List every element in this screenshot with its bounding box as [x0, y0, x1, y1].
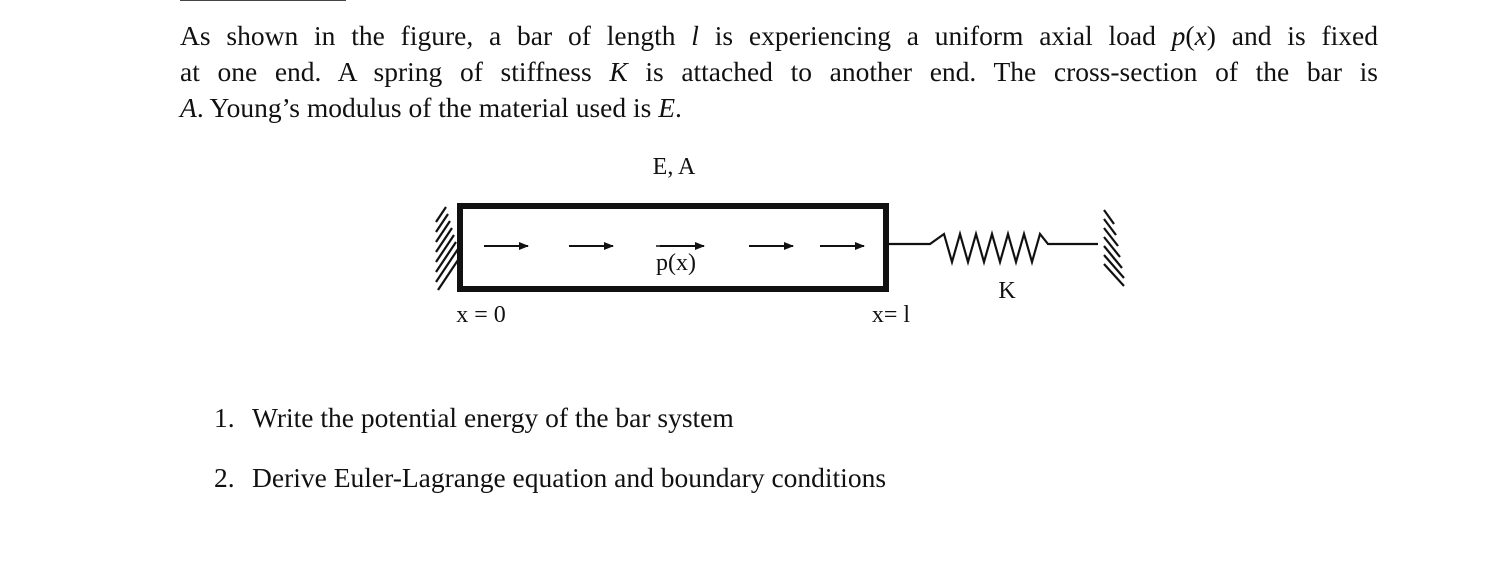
- text-run: As shown in the figure, a bar of length: [180, 20, 692, 51]
- question-text: Derive Euler-Lagrange equation and bound…: [252, 462, 887, 493]
- text-run: (: [1185, 20, 1195, 51]
- header-rule: [180, 0, 346, 1]
- problem-statement: As shown in the figure, a bar of length …: [180, 18, 1378, 126]
- load-label: p(x): [656, 250, 696, 276]
- spring: [889, 229, 1098, 267]
- problem-line-3: A. Young’s modulus of the material used …: [180, 90, 1378, 126]
- math-var-E: E: [658, 92, 676, 123]
- material-label: E, A: [653, 154, 696, 180]
- text-run: . Young’s modulus of the material used i…: [196, 92, 659, 123]
- math-var-p: p: [1171, 20, 1186, 51]
- math-var-K: K: [609, 56, 628, 87]
- question-item: 1. Write the potential energy of the bar …: [214, 400, 734, 436]
- text-run: .: [675, 92, 682, 123]
- question-number: 1.: [214, 402, 235, 433]
- left-end-label: x = 0: [456, 302, 506, 328]
- text-run: is attached to another end. The cross-se…: [627, 56, 1378, 87]
- math-var-x: x: [1194, 20, 1207, 51]
- spring-stiffness-label: K: [998, 278, 1016, 304]
- problem-line-1: As shown in the figure, a bar of length …: [180, 18, 1378, 54]
- question-number: 2.: [214, 462, 235, 493]
- math-var-l: l: [691, 20, 699, 51]
- right-fixed-support: [1103, 209, 1125, 287]
- text-run: ) and is fixed: [1206, 20, 1378, 51]
- bar: [457, 203, 889, 292]
- text-run: at one end. A spring of stiffness: [180, 56, 610, 87]
- left-fixed-support: [435, 206, 461, 291]
- question-item: 2. Derive Euler-Lagrange equation and bou…: [214, 460, 886, 496]
- question-text: Write the potential energy of the bar sy…: [252, 402, 734, 433]
- math-var-A: A: [180, 92, 197, 123]
- problem-line-2: at one end. A spring of stiffness K is a…: [180, 54, 1378, 90]
- right-end-label: x= l: [872, 302, 911, 328]
- text-run: is experiencing a uniform axial load: [698, 20, 1172, 51]
